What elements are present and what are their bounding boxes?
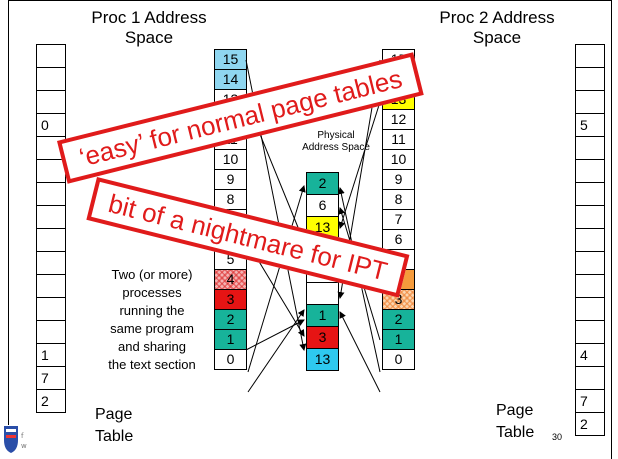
- proc2-page-table-entry: [576, 252, 604, 275]
- proc1-page-table-entry: [37, 91, 65, 114]
- arrow-p2-13: [338, 101, 381, 229]
- proc1-page-table-entry: 2: [37, 390, 65, 413]
- proc1-page: 3: [215, 290, 246, 310]
- arrow-p1-2: [247, 185, 306, 373]
- physical-page: 3: [307, 327, 338, 349]
- proc2-title: Proc 2 Address Space: [439, 8, 555, 47]
- proc2-page-table-entry: [576, 183, 604, 206]
- left-rule: [8, 0, 9, 425]
- proc2-page: 0: [383, 350, 414, 370]
- proc1-page-table-entry: [37, 68, 65, 91]
- proc1-title: Proc 1 Address Space: [91, 8, 207, 47]
- proc2-page: 2: [383, 310, 414, 330]
- note-line: the text section: [108, 357, 196, 372]
- proc1-page: 9: [215, 170, 246, 190]
- proc2-page-table-entry: [576, 91, 604, 114]
- proc2-page-table-entry: [576, 275, 604, 298]
- proc2-page: 8: [383, 190, 414, 210]
- proc2-page-table-entry: 4: [576, 344, 604, 367]
- proc1-page: 2: [215, 310, 246, 330]
- arrow-p2-1: [339, 311, 381, 393]
- right-rule: [611, 0, 612, 459]
- svg-text:w: w: [21, 442, 27, 450]
- proc1-page-table-entry: [37, 206, 65, 229]
- top-rule: [8, 0, 612, 1]
- proc1-page-table-label: Page Table: [95, 406, 134, 445]
- proc2-page-table-entry: 7: [576, 390, 604, 413]
- proc1-page: 14: [215, 70, 246, 90]
- svg-text:f: f: [21, 432, 24, 440]
- proc1-page-table-entry: 0: [37, 114, 65, 137]
- proc2-page-table-entry: 2: [576, 413, 604, 436]
- proc1-page: 1: [215, 330, 246, 350]
- proc2-page: 6: [383, 230, 414, 250]
- proc2-page-table-entry: [576, 298, 604, 321]
- proc1-page-table-entry: [37, 321, 65, 344]
- proc2-page-table-entry: 5: [576, 114, 604, 137]
- physical-page: [307, 283, 338, 305]
- physical-address-space-title: Physical Address Space: [302, 130, 370, 153]
- proc1-page-table-entry: [37, 137, 65, 160]
- proc1-page-table-entry: 1: [37, 344, 65, 367]
- slide-number: 30: [552, 432, 563, 442]
- note-line: Two (or more): [111, 267, 193, 282]
- note-line: running the: [119, 303, 185, 318]
- physical-page: 1: [307, 305, 338, 327]
- proc2-page-table-entry: [576, 68, 604, 91]
- proc2-page-table-entry: [576, 367, 604, 390]
- proc1-page: 0: [215, 350, 246, 370]
- physical-page: 6: [307, 195, 338, 217]
- proc2-page: 9: [383, 170, 414, 190]
- proc2-page: 11: [383, 130, 414, 150]
- proc1-page: 10: [215, 150, 246, 170]
- proc2-page-table-label: Page Table: [496, 402, 535, 441]
- proc1-page-table-entry: [37, 160, 65, 183]
- proc2-page-table-entry: [576, 321, 604, 344]
- proc1-page: 4: [215, 270, 246, 290]
- proc1-page-table-entry: 7: [37, 367, 65, 390]
- proc2-page: 12: [383, 110, 414, 130]
- proc1-page-table-entry: [37, 45, 65, 68]
- arrow-p1-3: [245, 319, 305, 351]
- proc2-page: 1: [383, 330, 414, 350]
- shared-text-note: Two (or more) processes running the same pr…: [92, 266, 212, 374]
- proc2-page: 7: [383, 210, 414, 230]
- note-line: and sharing: [118, 339, 186, 354]
- proc1-page-table-entry: [37, 252, 65, 275]
- proc2-page-table-entry: [576, 160, 604, 183]
- proc1-page: 15: [215, 50, 246, 70]
- proc2-page-table-entry: [576, 137, 604, 160]
- proc2-page: 10: [383, 150, 414, 170]
- note-line: same program: [110, 321, 194, 336]
- physical-page: 2: [307, 173, 338, 195]
- proc2-page-table-entry: [576, 229, 604, 252]
- physical-page: 13: [307, 349, 338, 371]
- proc1-page-table-entry: [37, 229, 65, 252]
- university-logo-icon: f w: [4, 426, 27, 453]
- arrow-p1-1: [247, 309, 305, 393]
- proc1-page-table-entry: [37, 183, 65, 206]
- proc2-page-table-entry: [576, 45, 604, 68]
- proc2-page-table-entry: [576, 206, 604, 229]
- proc1-page-table-entry: [37, 298, 65, 321]
- proc1-page-table-entry: [37, 275, 65, 298]
- note-line: processes: [122, 285, 182, 300]
